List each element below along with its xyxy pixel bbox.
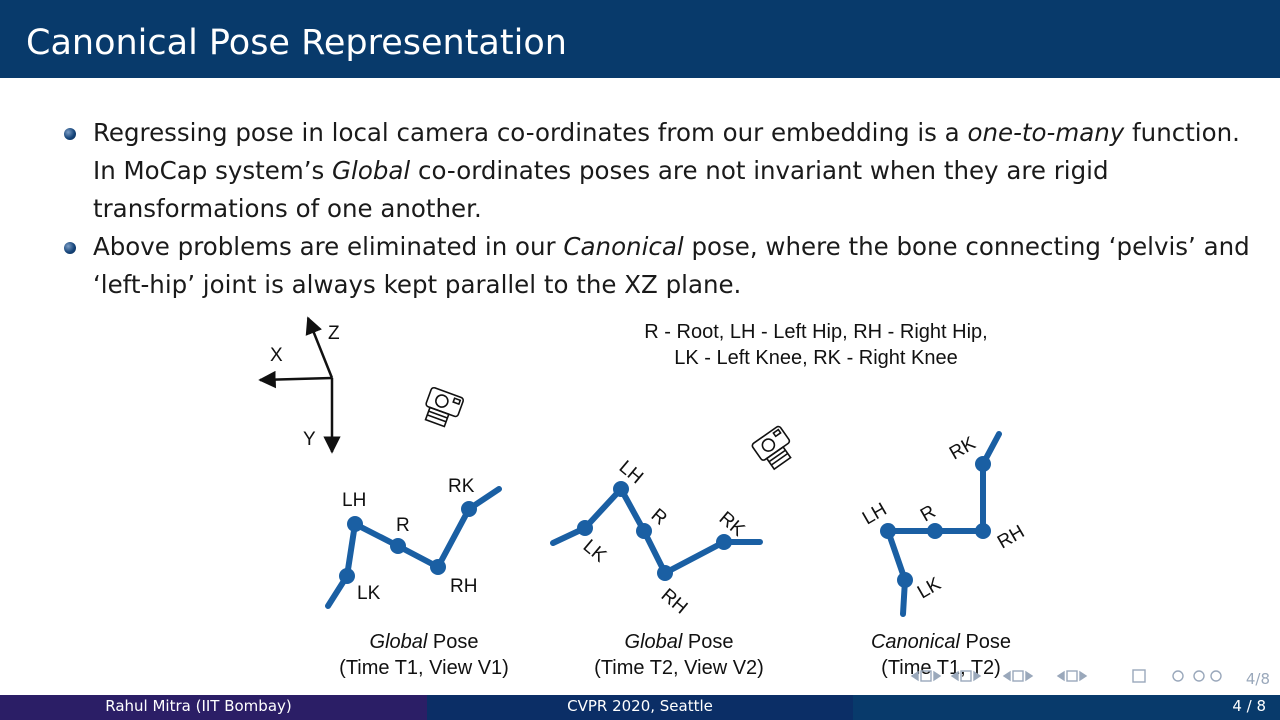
bullet-list: Regressing pose in local camera co-ordin… <box>60 114 1250 304</box>
caption-2-line-1: Global Pose <box>625 631 734 653</box>
joint-rh <box>975 523 991 539</box>
nav-search-icon[interactable] <box>1193 670 1205 682</box>
joint-lh <box>613 481 629 497</box>
joint-lh <box>347 516 363 532</box>
title-bar: Canonical Pose Representation <box>0 0 1280 78</box>
nav-toc-icon[interactable] <box>1132 669 1146 683</box>
joint-lk <box>577 520 593 536</box>
bullet-item-1: Regressing pose in local camera co-ordin… <box>60 114 1250 228</box>
pose-2-joints <box>577 481 732 581</box>
nav-forward-icon[interactable] <box>1210 670 1222 682</box>
y-axis-label: Y <box>303 429 316 450</box>
nav-section-icon[interactable] <box>1012 670 1024 682</box>
pose-1-label-r: R <box>396 515 410 536</box>
joint-rk <box>975 456 991 472</box>
bullet-item-2: Above problems are eliminated in our Can… <box>60 228 1250 304</box>
joint-rh <box>430 559 446 575</box>
joint-r <box>927 523 943 539</box>
joint-lk <box>897 572 913 588</box>
pose-3-label-lk: LK <box>914 573 945 603</box>
nav-prev-section-icon[interactable] <box>1002 670 1011 682</box>
pose-3-label-rh: RH <box>994 521 1028 553</box>
pose-1-label-lk: LK <box>357 583 381 604</box>
joint-rk <box>716 534 732 550</box>
x-axis-label: X <box>270 345 283 366</box>
legend-line-1: R - Root, LH - Left Hip, RH - Right Hip, <box>644 321 987 343</box>
pose-2-label-lk: LK <box>579 536 611 567</box>
pose-1-label-rh: RH <box>450 576 477 597</box>
joint-rk <box>461 501 477 517</box>
pose-1-joints <box>339 501 477 584</box>
pose-2-label-r: R <box>647 505 671 530</box>
legend-line-2: LK - Left Knee, RK - Right Knee <box>674 347 958 369</box>
nav-next-section-icon[interactable] <box>1025 670 1034 682</box>
nav-next-slide-icon[interactable] <box>1079 670 1088 682</box>
bullet-icon <box>64 242 76 254</box>
nav-back-icon[interactable] <box>1172 670 1184 682</box>
joint-r <box>636 523 652 539</box>
pose-3-joints <box>880 456 991 588</box>
pose-3-label-r: R <box>917 501 939 526</box>
footer-page-number: 4 / 8 <box>1232 697 1266 715</box>
caption-1-line-2: (Time T1, View V1) <box>339 657 509 679</box>
bullet-2-text-a: Above problems are eliminated in our <box>93 232 564 261</box>
pose-1-label-lh: LH <box>342 490 366 511</box>
z-axis-arrow <box>305 316 334 379</box>
axes-diagram: Z X Y <box>258 316 341 454</box>
pose-2-label-rh: RH <box>657 585 692 619</box>
caption-3-line-1: Canonical Pose <box>871 631 1011 653</box>
nav-slide-icon[interactable] <box>1066 670 1078 682</box>
x-axis-arrow <box>258 370 333 389</box>
bullet-2-text-b: pose, where the bone connecting ‘pelvis’… <box>93 232 1250 299</box>
joint-lk <box>339 568 355 584</box>
slide-title: Canonical Pose Representation <box>26 23 567 63</box>
footer-page-box: 4 / 8 <box>853 695 1280 720</box>
nav-frame-icon[interactable] <box>920 670 932 682</box>
camera-icon <box>424 386 465 428</box>
footer-conference-box: CVPR 2020, Seattle <box>427 695 853 720</box>
nav-prev-slide-icon[interactable] <box>1056 670 1065 682</box>
bullet-1-text-c: co-ordinates poses are not invariant whe… <box>93 156 1109 223</box>
footer-author: Rahul Mitra (IIT Bombay) <box>105 697 292 715</box>
pose-3-label-rk: RK <box>946 433 980 465</box>
bullet-1-text-a: Regressing pose in local camera co-ordin… <box>93 118 968 147</box>
nav-next-subsection-icon[interactable] <box>973 670 982 682</box>
nav-prev-subsection-icon[interactable] <box>950 670 959 682</box>
pose-1-label-rk: RK <box>448 476 475 497</box>
joint-lh <box>880 523 896 539</box>
bullet-1-emphasis-a: one-to-many <box>967 118 1125 147</box>
camera-icon <box>751 425 792 471</box>
footer-conference: CVPR 2020, Seattle <box>567 697 713 715</box>
nav-prev-frame-icon[interactable] <box>910 670 919 682</box>
joint-r <box>390 538 406 554</box>
caption-2-line-2: (Time T2, View V2) <box>594 657 764 679</box>
caption-3-line-2: (Time T1, T2) <box>881 657 1001 679</box>
nav-subsection-icon[interactable] <box>960 670 972 682</box>
z-axis-label: Z <box>328 323 340 344</box>
bullet-1-emphasis-b: Global <box>332 156 411 185</box>
footer-author-box: Rahul Mitra (IIT Bombay) <box>0 695 427 720</box>
bullet-icon <box>64 128 76 140</box>
caption-1-line-1: Global Pose <box>370 631 479 653</box>
joint-rh <box>657 565 673 581</box>
nav-next-frame-icon[interactable] <box>933 670 942 682</box>
nav-page-label: 4/8 <box>1245 670 1270 688</box>
footer: Rahul Mitra (IIT Bombay) CVPR 2020, Seat… <box>0 695 1280 720</box>
nav-symbols[interactable] <box>910 669 1222 683</box>
bullet-1-text-b: function. In MoCap system’s <box>93 118 1240 185</box>
bullet-2-emphasis: Canonical <box>563 232 684 261</box>
pose-figure: R - Root, LH - Left Hip, RH - Right Hip,… <box>258 316 1222 683</box>
